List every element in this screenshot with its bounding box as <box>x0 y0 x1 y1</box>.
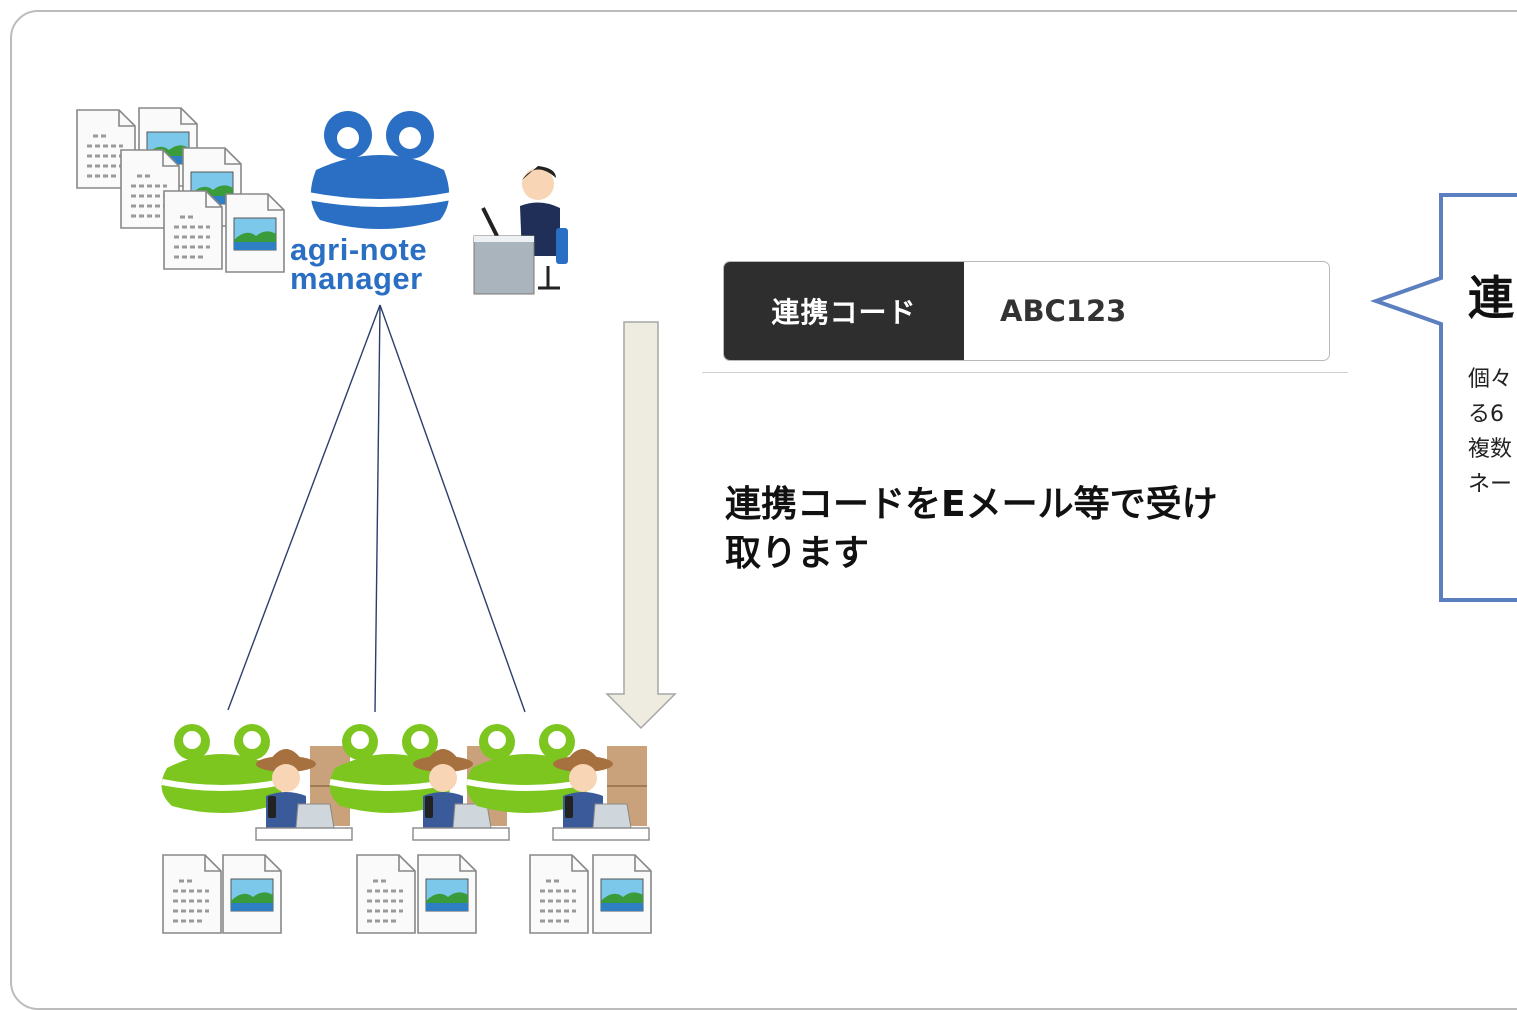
callout-line-1: 個々 <box>1468 367 1513 392</box>
link-code-value: ABC123 <box>1000 294 1127 328</box>
doc-stack-main <box>75 107 285 273</box>
callout-line-4: ネー <box>1468 472 1513 497</box>
down-arrow <box>605 321 677 730</box>
doc-pair-1 <box>161 853 282 935</box>
logo-line-2: manager <box>290 261 423 296</box>
agri-note-logo-icon <box>307 111 453 229</box>
farmer-group-1 <box>162 724 353 841</box>
doc-pair-3 <box>528 853 652 935</box>
callout-bubble <box>1370 193 1517 602</box>
link-code-field: 連携コード ABC123 <box>723 261 1330 361</box>
instruction-text: 連携コードをEメール等で受け 取ります <box>725 480 1325 578</box>
logo-line-1: agri-note <box>290 232 428 267</box>
instruction-line-2: 取ります <box>725 533 870 574</box>
divider <box>702 372 1348 373</box>
slide-frame <box>10 10 1517 1010</box>
instruction-line-1: 連携コードをEメール等で受け <box>725 484 1218 525</box>
doc-pair-2 <box>355 853 477 935</box>
manager-person-icon <box>473 166 568 295</box>
agri-note-manager-logo-text: agri-note manager <box>290 232 428 296</box>
callout-line-3: 複数 <box>1468 437 1513 462</box>
link-code-label: 連携コード <box>724 262 964 360</box>
callout-line-2: る6 <box>1468 402 1504 427</box>
connector-lines <box>227 304 526 713</box>
callout-title: 連 <box>1468 271 1514 325</box>
callout-body: 個々 る6 複数 ネー <box>1468 362 1512 502</box>
diagram-graphics <box>75 107 1517 935</box>
